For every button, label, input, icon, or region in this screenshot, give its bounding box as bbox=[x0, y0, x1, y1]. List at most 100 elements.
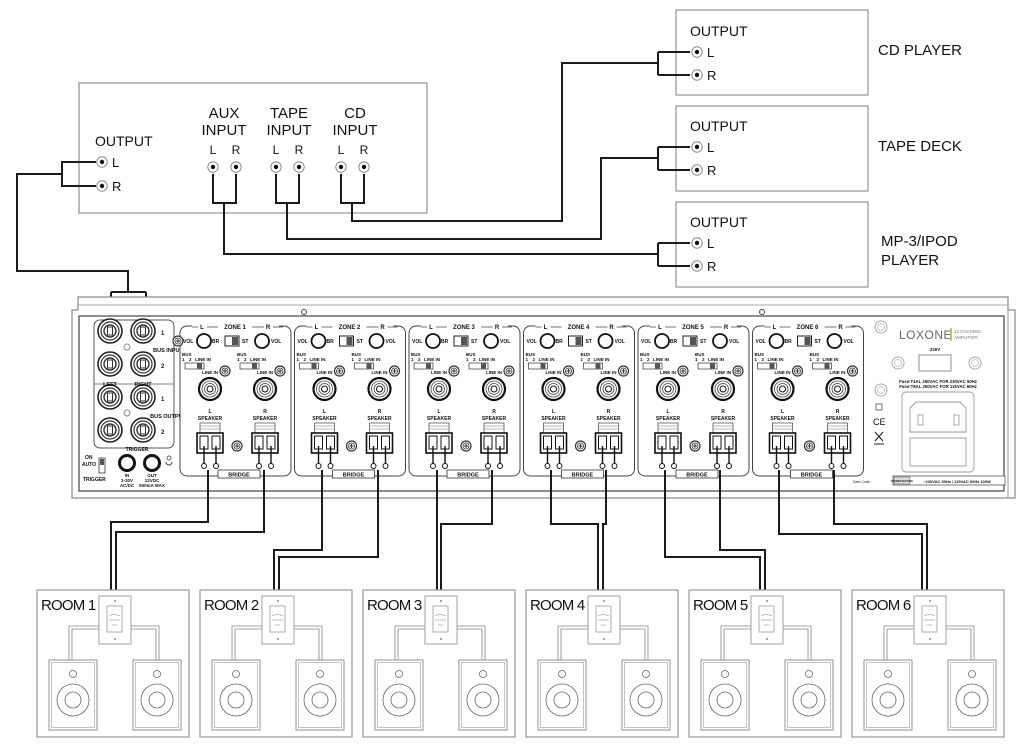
volume-knob-left[interactable] bbox=[196, 333, 212, 349]
input-select-switch[interactable] bbox=[642, 362, 663, 370]
speaker-terminal-right[interactable] bbox=[365, 422, 394, 469]
input-select-switch[interactable] bbox=[354, 362, 374, 370]
line-in-jack bbox=[596, 376, 621, 402]
cd-player-l-jack bbox=[691, 46, 703, 58]
input-select-switch[interactable] bbox=[413, 362, 434, 370]
volume-knob-right[interactable] bbox=[826, 333, 843, 349]
speaker-terminal-left[interactable] bbox=[196, 422, 224, 469]
speaker-terminal-left[interactable] bbox=[654, 422, 682, 469]
input-select-switch[interactable] bbox=[583, 362, 603, 370]
wall-volume-control[interactable] bbox=[424, 595, 458, 645]
volume-knob-right[interactable] bbox=[597, 333, 614, 349]
ground-screw-icon bbox=[791, 365, 804, 377]
line-in-jack-label: LINE IN bbox=[601, 370, 617, 375]
vol-right-label: VOL bbox=[271, 339, 281, 345]
mp3-player-l-jack bbox=[691, 237, 703, 249]
terminal-leads bbox=[203, 446, 217, 466]
cd-r-jack bbox=[358, 161, 370, 173]
speaker-channel-label: L bbox=[437, 409, 440, 415]
terminal-minus-icon bbox=[442, 463, 448, 469]
voltage-selector[interactable] bbox=[918, 354, 952, 372]
iec-pin-left bbox=[917, 414, 924, 426]
input-select-switch[interactable] bbox=[239, 362, 260, 370]
input-select-switch[interactable] bbox=[812, 362, 832, 370]
zone-header-bg bbox=[535, 322, 623, 330]
tweeter-icon bbox=[558, 670, 566, 678]
plate-screw-bottom bbox=[929, 638, 931, 640]
st-label: ST bbox=[586, 339, 592, 345]
trigger-switch-knob bbox=[100, 459, 104, 465]
power-rating-label: POWER RATING bbox=[891, 479, 913, 483]
cd-player-name: CD PLAYER bbox=[878, 42, 962, 59]
speaker-left bbox=[211, 659, 261, 731]
wall-volume-control[interactable] bbox=[750, 595, 784, 645]
speaker-wire-zone-1-left bbox=[110, 470, 209, 596]
speaker-terminal-left[interactable] bbox=[768, 422, 797, 469]
input-select-switch[interactable] bbox=[184, 362, 205, 370]
mp3-player-r-label: R bbox=[707, 259, 716, 274]
tape-deck-output-label: OUTPUT bbox=[690, 118, 748, 134]
speaker-terminal-right[interactable] bbox=[823, 422, 852, 469]
volume-knob-left[interactable] bbox=[654, 333, 670, 349]
speaker-terminal-left[interactable] bbox=[425, 422, 453, 469]
cd-input-title-1: CD bbox=[344, 105, 366, 122]
input-select-switch[interactable] bbox=[697, 362, 718, 370]
double-insulation-icon bbox=[875, 403, 883, 411]
bridge-label-box bbox=[446, 469, 490, 479]
speaker-terminal-left[interactable] bbox=[310, 422, 339, 469]
ground-screw-icon bbox=[333, 365, 346, 377]
woofer-dust-cap bbox=[800, 691, 818, 709]
input-select-switch[interactable] bbox=[757, 362, 777, 370]
volume-knob-left[interactable] bbox=[310, 333, 327, 349]
wall-volume-control[interactable] bbox=[587, 595, 621, 645]
voltage-label: 230V bbox=[930, 347, 941, 352]
br-label: BR bbox=[785, 339, 793, 345]
line-in-jack bbox=[312, 376, 337, 402]
speaker-terminal-right[interactable] bbox=[709, 422, 737, 469]
input-select-switch[interactable] bbox=[468, 362, 489, 370]
volume-knob-left[interactable] bbox=[425, 333, 441, 349]
speaker-inner-edge bbox=[298, 662, 342, 728]
bridge-label-box bbox=[790, 469, 833, 479]
line-in-jack-label: LINE IN bbox=[546, 370, 562, 375]
speaker-terminal-right[interactable] bbox=[594, 422, 623, 469]
volume-knob-right[interactable] bbox=[483, 333, 499, 349]
line-in-jack bbox=[710, 376, 736, 402]
wall-volume-control[interactable] bbox=[261, 595, 295, 645]
speaker-wire-zone-3-right bbox=[440, 470, 493, 596]
volume-knob-left[interactable] bbox=[539, 333, 556, 349]
input-select-switch[interactable] bbox=[528, 362, 548, 370]
trigger-mode-switch[interactable] bbox=[98, 457, 106, 474]
speaker-channel-label: R bbox=[721, 409, 725, 415]
room-2: ROOM 2 bbox=[199, 589, 353, 738]
room-speaker-wiring bbox=[394, 625, 486, 660]
speaker-terminal-right[interactable] bbox=[480, 422, 508, 469]
room-speaker-wiring bbox=[883, 625, 975, 660]
bridge-switch-knob bbox=[346, 337, 353, 345]
speaker-inner-edge bbox=[461, 662, 505, 728]
fuse-drawer[interactable] bbox=[909, 437, 967, 467]
volume-knob-left[interactable] bbox=[768, 333, 785, 349]
bus-output-2-right-jack bbox=[130, 417, 156, 443]
iec-pin-right bbox=[953, 414, 960, 426]
zone-title: ZONE 4 bbox=[568, 325, 590, 331]
input-switch-knob bbox=[197, 363, 202, 369]
input-select-switch[interactable] bbox=[299, 362, 319, 370]
volume-knob-right[interactable] bbox=[368, 333, 385, 349]
speaker-terminal-left[interactable] bbox=[539, 422, 568, 469]
speaker-label: SPEAKER bbox=[596, 416, 621, 422]
bus-select-label: BUS bbox=[466, 352, 476, 357]
cd-r-label: R bbox=[360, 143, 369, 157]
fuse-line1: Fuse:T4AL 250VAC FOR 230VAC 50Hz bbox=[899, 379, 977, 384]
volume-knob-right[interactable] bbox=[254, 333, 270, 349]
room-label: ROOM 2 bbox=[204, 597, 259, 614]
wall-volume-control[interactable] bbox=[913, 595, 947, 645]
brand-logo: LOXONE bbox=[899, 328, 952, 342]
volume-knob-right[interactable] bbox=[712, 333, 728, 349]
wall-volume-control[interactable] bbox=[98, 595, 132, 645]
speaker-terminal-right[interactable] bbox=[251, 422, 279, 469]
terminal-plus-icon bbox=[659, 463, 665, 469]
line-in-select-label: LINE IN bbox=[708, 357, 724, 362]
